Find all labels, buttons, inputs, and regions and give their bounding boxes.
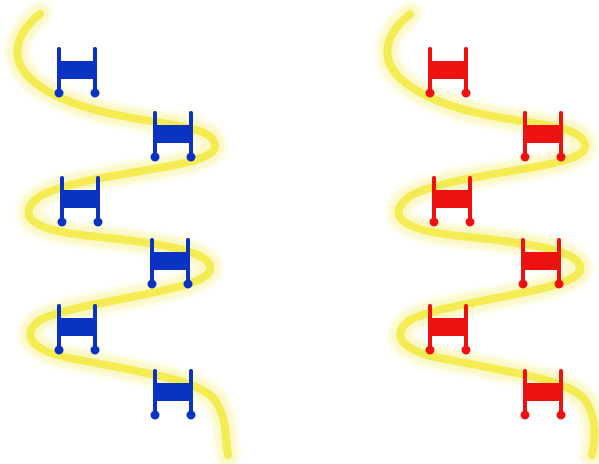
left-molecule-2-right-foot [187, 153, 196, 162]
left-molecule-5-crossbar [59, 318, 95, 336]
right-molecule-4-crossbar [523, 252, 559, 270]
left-molecule-2-left-foot [151, 153, 160, 162]
left-molecule-1-left-foot [55, 89, 64, 98]
left-molecule-3-left-foot [58, 218, 67, 227]
right-molecule-1 [426, 49, 471, 98]
right-molecule-4-right-foot [555, 280, 564, 289]
left-molecule-3-right-foot [94, 218, 103, 227]
left-molecule-6-right-foot [187, 411, 196, 420]
left-helix-group [17, 14, 228, 455]
right-molecule-3-right-foot [466, 218, 475, 227]
right-molecule-3-crossbar [434, 190, 470, 208]
left-molecule-6-left-foot [151, 411, 160, 420]
right-molecule-2-right-foot [557, 153, 566, 162]
right-molecule-4-left-foot [519, 280, 528, 289]
left-molecule-4-left-foot [148, 280, 157, 289]
right-molecule-3-left-foot [430, 218, 439, 227]
right-ribbon [387, 14, 594, 455]
right-molecule-2-left-foot [521, 153, 530, 162]
right-molecule-5-crossbar [430, 318, 466, 336]
right-molecule-2-crossbar [525, 125, 561, 143]
left-molecule-1-crossbar [59, 61, 95, 79]
left-molecule-6-crossbar [155, 383, 191, 401]
right-molecule-5-right-foot [462, 346, 471, 355]
right-molecule-6-crossbar [525, 383, 561, 401]
left-ribbon [17, 14, 228, 455]
right-molecule-6-left-foot [521, 411, 530, 420]
left-molecule-4-crossbar [152, 252, 188, 270]
left-molecule-1-right-foot [91, 89, 100, 98]
left-molecule-5-right-foot [91, 346, 100, 355]
right-molecule-1-right-foot [462, 89, 471, 98]
right-molecule-5-left-foot [426, 346, 435, 355]
left-molecule-5-left-foot [55, 346, 64, 355]
left-molecule-1 [55, 49, 100, 98]
left-molecule-2-crossbar [155, 125, 191, 143]
right-helix-group [387, 14, 594, 455]
right-molecule-1-left-foot [426, 89, 435, 98]
left-molecule-4-right-foot [184, 280, 193, 289]
right-molecule-1-crossbar [430, 61, 466, 79]
right-molecule-6-right-foot [557, 411, 566, 420]
left-molecule-3-crossbar [62, 190, 98, 208]
